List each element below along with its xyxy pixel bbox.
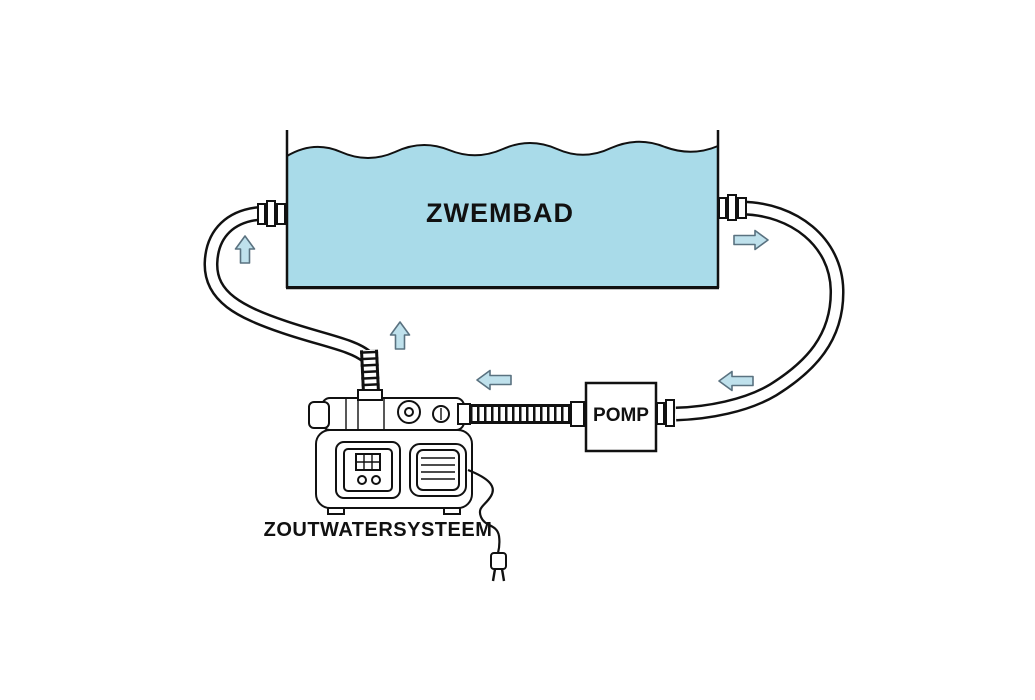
flow-arrow-left-center <box>476 369 512 391</box>
pump-right-coupling <box>656 399 675 427</box>
saltwater-system-label: ZOUTWATERSYSTEEM <box>264 519 493 541</box>
pump-left-coupling <box>570 401 585 427</box>
pool: ZWEMBAD <box>285 130 720 290</box>
flow-arrow-up-left <box>234 235 256 264</box>
power-cord <box>467 468 507 582</box>
flow-arrow-right-top <box>733 229 769 251</box>
device-foot-right <box>443 507 461 515</box>
device-valve-knob <box>397 400 450 424</box>
pool-right-coupling <box>718 194 747 221</box>
flow-arrows <box>234 229 769 392</box>
left-return-hose <box>203 205 373 363</box>
flow-arrow-up-inlet <box>389 321 411 350</box>
pump-box: POMP <box>584 381 658 453</box>
device-vent-panel <box>409 443 467 497</box>
right-suction-hose <box>675 200 845 422</box>
pool-left-coupling <box>257 200 286 227</box>
device-inlet-boss <box>357 389 383 401</box>
pump-label: POMP <box>593 405 649 426</box>
pool-water <box>286 140 719 288</box>
device-inlet-corrugated-hose <box>360 349 380 394</box>
flow-arrow-left-right-hose <box>718 370 754 392</box>
saltwater-device: ZOUTWATERSYSTEEM <box>264 389 507 582</box>
pool-label: ZWEMBAD <box>426 198 574 228</box>
power-plug <box>490 552 507 570</box>
device-control-panel <box>335 441 401 499</box>
device-outlet-boss <box>457 403 471 425</box>
device-foot-left <box>327 507 345 515</box>
